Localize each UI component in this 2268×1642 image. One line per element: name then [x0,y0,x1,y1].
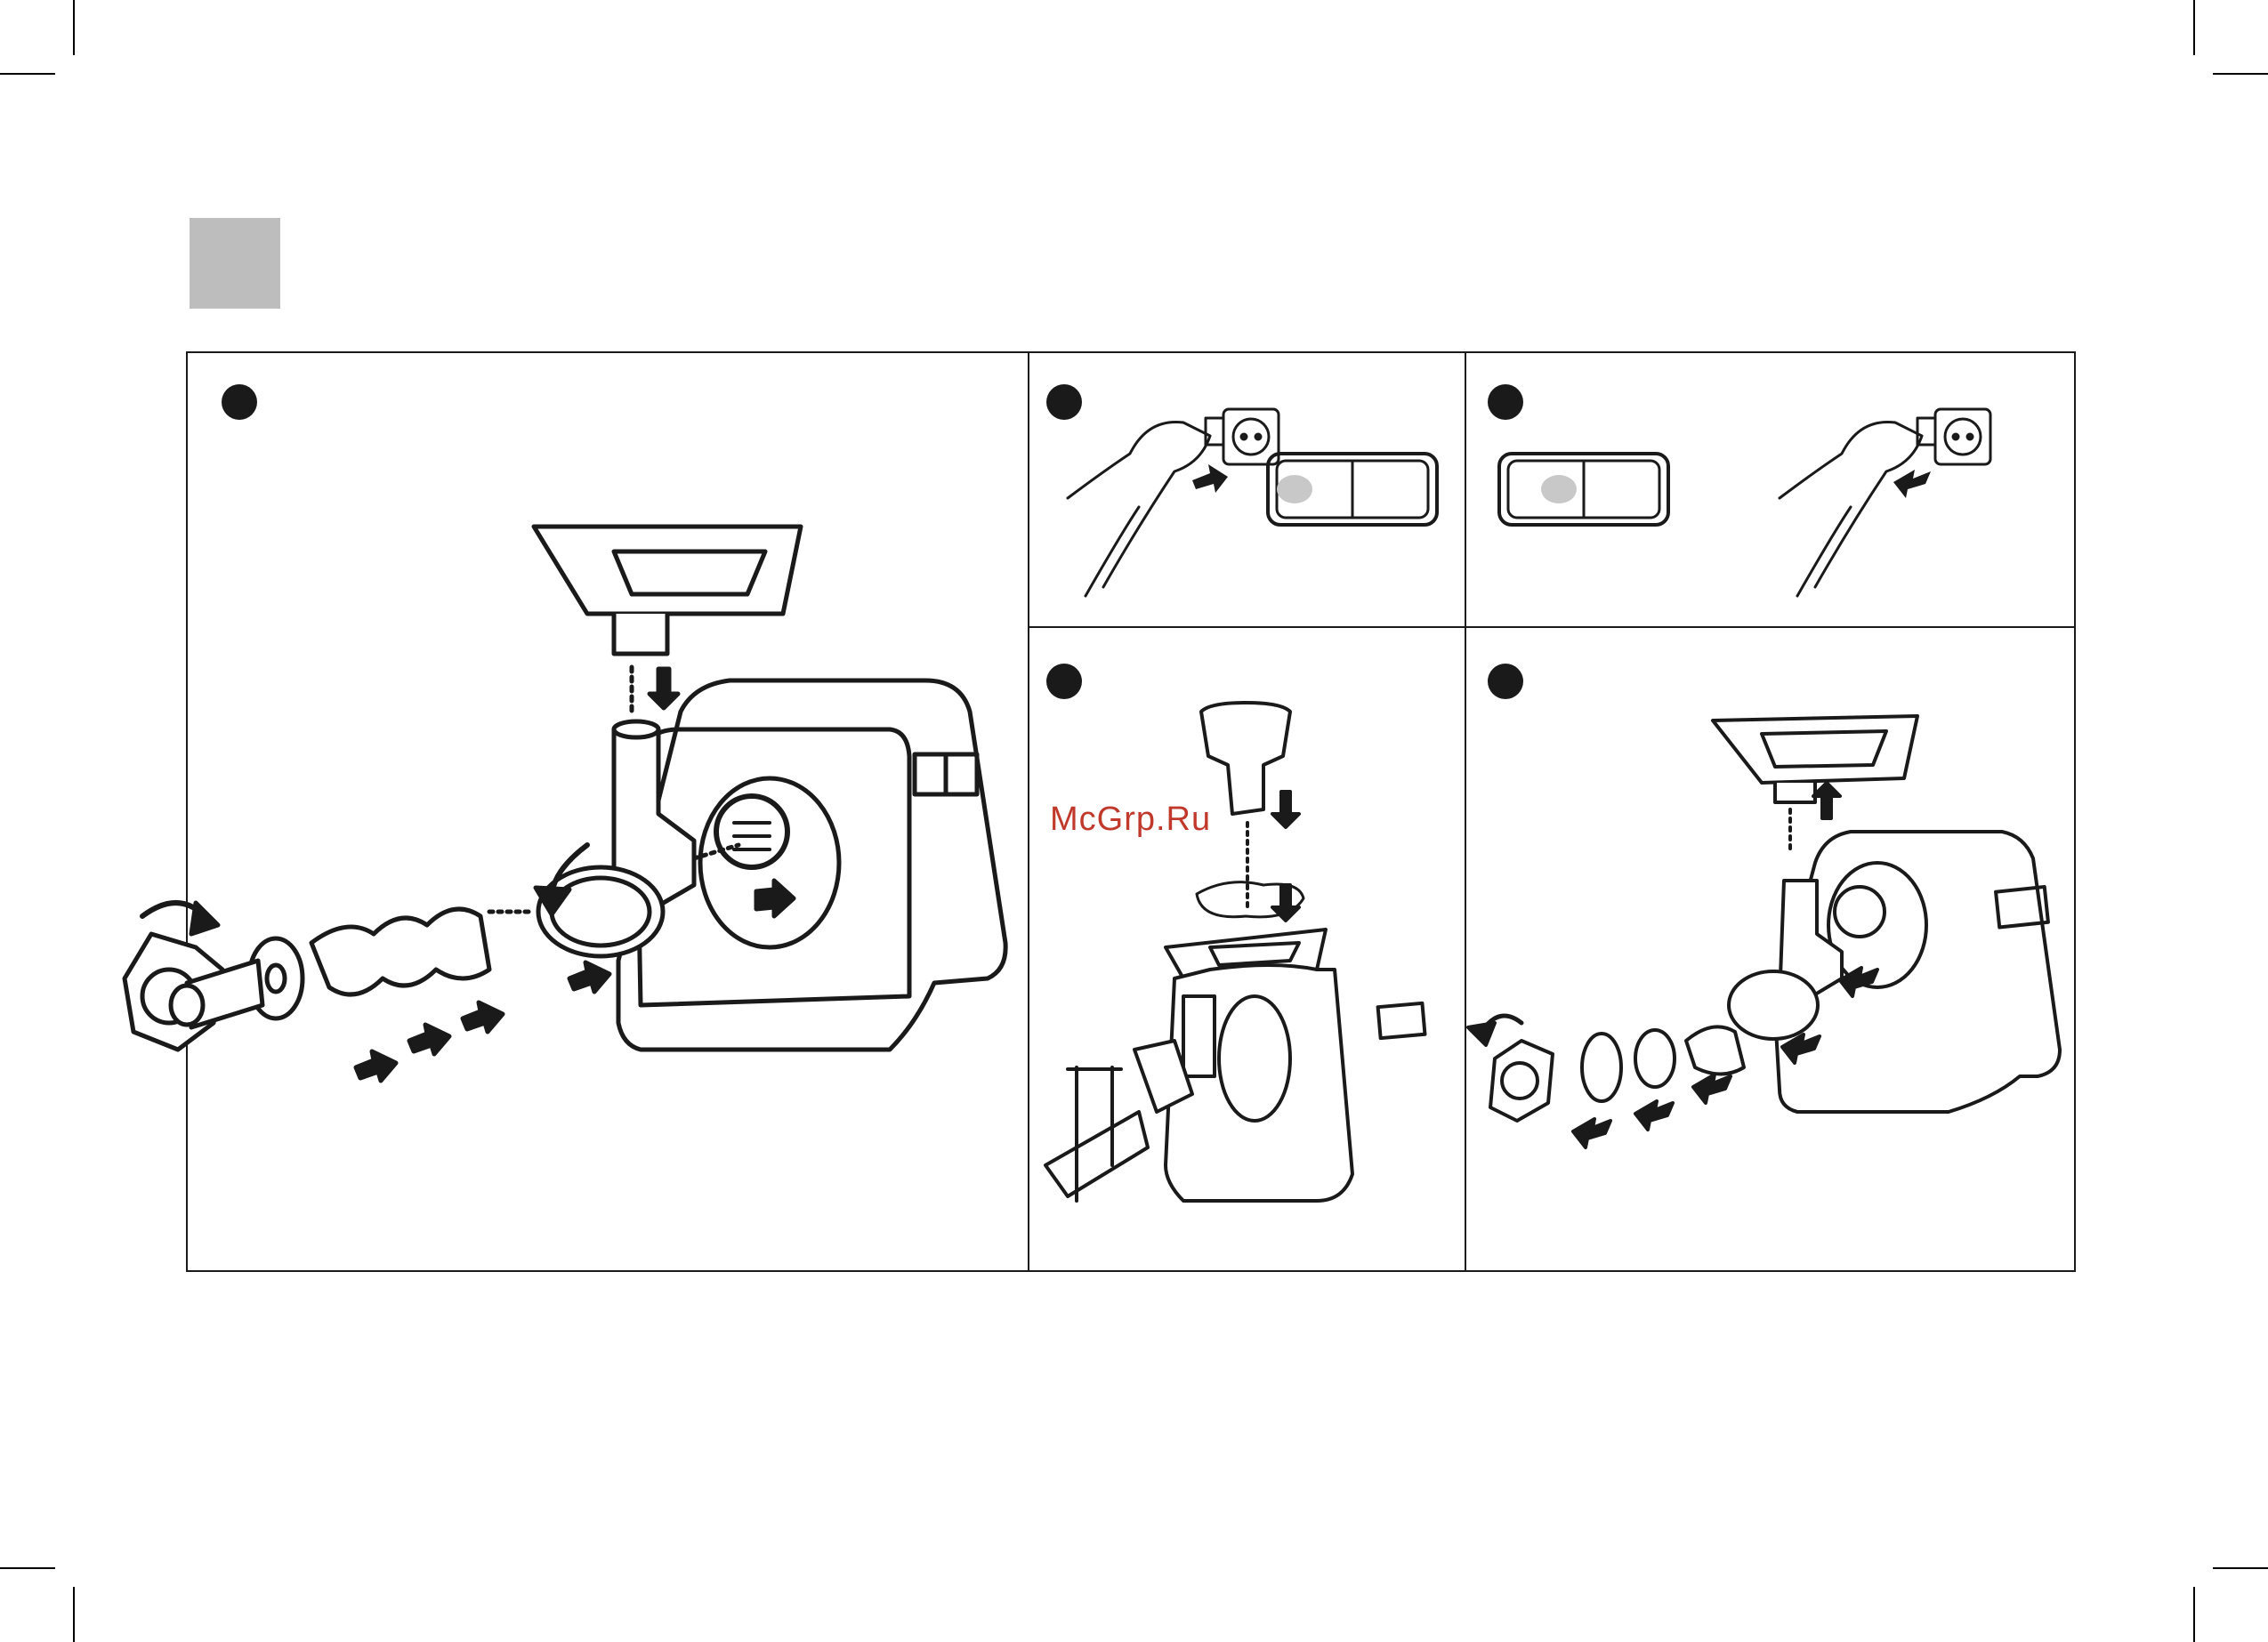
unplug-from-socket-illustration [1495,400,2064,614]
crop-mark [73,1587,75,1642]
panel-divider [1465,351,1466,1272]
panel-divider [1028,351,1029,1272]
crop-mark [2193,1587,2195,1642]
crop-mark [2213,73,2268,75]
plug-into-socket-illustration [1050,400,1459,614]
watermark-text: McGrp.Ru [1050,801,1211,839]
step-marker [1046,664,1082,699]
meat-grinder-assembly-illustration [196,498,1023,1103]
crop-mark [2193,0,2195,55]
step-marker [222,384,257,420]
crop-mark [0,1567,55,1569]
crop-mark [73,0,75,55]
panel-divider [1028,626,2076,628]
section-tab [190,218,280,309]
crop-mark [0,73,55,75]
crop-mark [2213,1567,2268,1569]
step-marker [1488,664,1523,699]
meat-grinder-disassembly-illustration [1468,703,2073,1254]
sausage-filling-illustration [1050,703,1459,1245]
